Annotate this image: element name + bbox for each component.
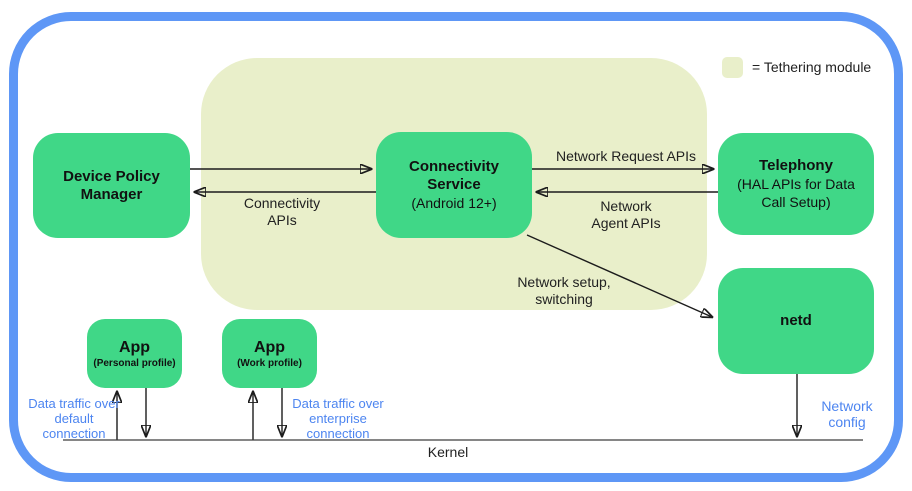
label-line: Agent APIs (591, 215, 661, 231)
label-line: APIs (267, 212, 297, 228)
label-line: Kernel (427, 444, 469, 460)
box-title: Telephony (759, 157, 833, 174)
label-line: Network Request APIs (555, 148, 697, 164)
label-line: Data traffic over (292, 396, 384, 411)
label-line: config (828, 414, 866, 430)
outer-border-frame (9, 12, 903, 482)
box-app-personal-profile: App (Personal profile) (87, 319, 182, 388)
label-line: Data traffic over (28, 396, 120, 411)
box-title: Device Policy Manager (63, 167, 160, 203)
box-subtitle: (Android 12+) (411, 195, 497, 211)
box-app-work-profile: App (Work profile) (222, 319, 317, 388)
label-line: switching (535, 291, 593, 307)
box-title: App (118, 338, 151, 356)
label-line: Connectivity (243, 195, 321, 211)
label-line: enterprise connection (306, 411, 370, 441)
label-data-traffic-default: Data traffic over default connection (22, 396, 126, 441)
box-subtitle: (Work profile) (237, 357, 302, 369)
label-connectivity-apis: Connectivity APIs (212, 195, 352, 229)
box-title: Connectivity Service (408, 158, 499, 193)
box-subtitle: (HAL APIs for Data Call Setup) (737, 176, 855, 210)
box-telephony: Telephony (HAL APIs for Data Call Setup) (718, 133, 874, 235)
tethering-module-swatch-icon (722, 57, 743, 78)
label-line: default connection (42, 411, 106, 441)
label-line: Network (600, 198, 652, 214)
label-network-request-apis: Network Request APIs (536, 148, 716, 165)
label-network-config: Network config (807, 398, 887, 430)
label-network-setup-switching: Network setup, switching (484, 274, 644, 308)
box-subtitle: (Personal profile) (93, 357, 176, 369)
legend-label: = Tethering module (752, 59, 872, 75)
box-title: netd (780, 312, 812, 329)
label-network-agent-apis: Network Agent APIs (556, 198, 696, 232)
label-kernel: Kernel (408, 444, 488, 461)
label-line: Network (821, 398, 873, 414)
legend: = Tethering module (722, 57, 871, 78)
label-data-traffic-enterprise: Data traffic over enterprise connection (282, 396, 394, 441)
box-device-policy-manager: Device Policy Manager (33, 133, 190, 238)
label-line: Network setup, (517, 274, 611, 290)
box-title: App (253, 338, 286, 356)
box-netd: netd (718, 268, 874, 374)
box-connectivity-service: Connectivity Service (Android 12+) (376, 132, 532, 238)
